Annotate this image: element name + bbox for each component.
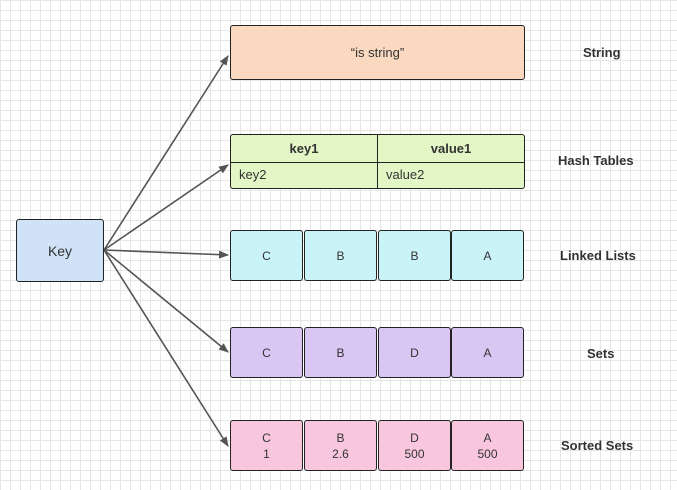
sorted-set-member-score: 1 (263, 446, 270, 461)
hash-table: key1 value1 key2 value2 (230, 134, 525, 189)
linked-list-node: B (378, 230, 451, 281)
key-label: Key (47, 242, 73, 259)
hash-header-key: key1 (231, 135, 378, 162)
sorted-set-member: B 2.6 (304, 420, 377, 471)
key-node: Key (16, 219, 104, 282)
set-member: D (378, 327, 451, 378)
hash-header-row: key1 value1 (231, 135, 524, 163)
sorted-set-member-name: C (262, 430, 271, 445)
linked-list-type-label: Linked Lists (560, 248, 636, 263)
string-box: “is string” (230, 25, 525, 80)
sorted-set-member: D 500 (378, 420, 451, 471)
sorted-set-member-score: 500 (477, 446, 498, 461)
set-member: A (451, 327, 524, 378)
sorted-set-member: C 1 (230, 420, 303, 471)
arrow-to-hash (103, 164, 229, 251)
linked-list-node: C (230, 230, 303, 281)
arrow-to-sets (103, 249, 229, 353)
hash-row: key2 value2 (231, 161, 524, 188)
arrow-to-linked-list (103, 249, 229, 259)
sorted-set-member-name: B (336, 430, 345, 445)
sorted-set-member-name: A (483, 430, 492, 445)
sorted-set-member: A 500 (451, 420, 524, 471)
hash-row-value: value2 (386, 167, 425, 183)
string-type-label: String (583, 45, 621, 60)
string-value: “is string” (350, 45, 405, 60)
arrow-to-string (103, 55, 229, 251)
arrow-to-sorted-sets (103, 249, 229, 447)
set-member: B (304, 327, 377, 378)
sets-type-label: Sets (587, 346, 615, 361)
linked-list-node: B (304, 230, 377, 281)
set-member: C (230, 327, 303, 378)
sorted-set-member-score: 2.6 (332, 446, 349, 461)
hash-type-label: Hash Tables (558, 153, 634, 168)
hash-header-value: value1 (430, 140, 472, 156)
sorted-set-member-name: D (410, 430, 419, 445)
linked-list-node: A (451, 230, 524, 281)
sorted-set-member-score: 500 (404, 446, 425, 461)
sorted-sets-type-label: Sorted Sets (561, 438, 634, 453)
hash-row-key: key2 (231, 161, 378, 188)
